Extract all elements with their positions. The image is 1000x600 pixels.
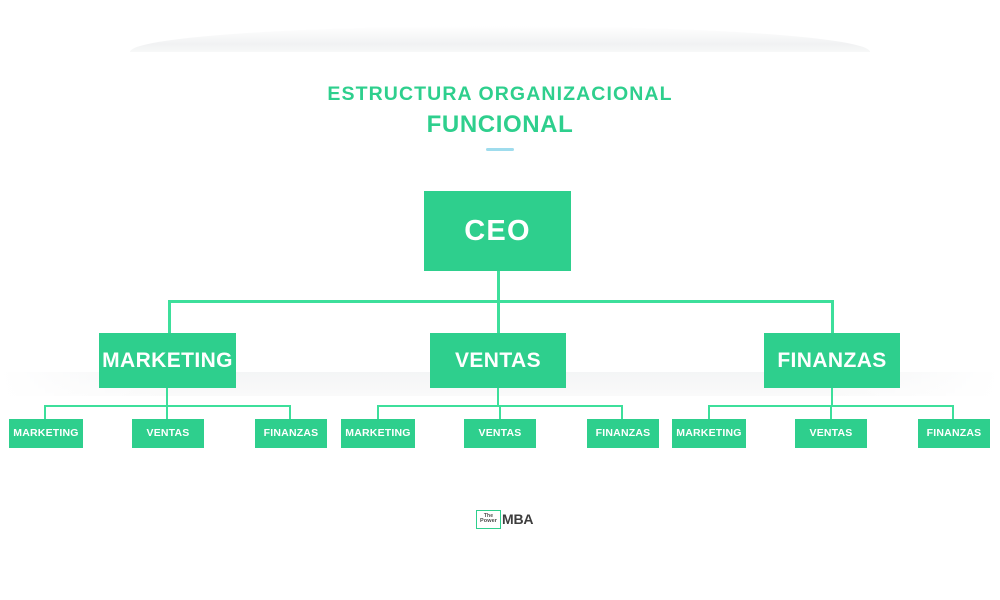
brand-logo: The Power MBA [476, 508, 534, 530]
connector-stem-group1 [166, 388, 168, 406]
logo-mark-icon: The Power [476, 509, 502, 529]
logo-mark-line2: Power [480, 517, 498, 524]
node-department-ventas[interactable]: VENTAS [430, 333, 566, 388]
node-leaf-g2-finanzas[interactable]: FINANZAS [587, 419, 659, 448]
node-leaf-g1-ventas[interactable]: VENTAS [132, 419, 204, 448]
node-department-marketing[interactable]: MARKETING [99, 333, 236, 388]
connector-stem-group3 [831, 388, 833, 406]
top-shadow-band [130, 26, 870, 52]
connector-drop-ventas [497, 300, 500, 333]
connector-drop-g3-c2 [830, 405, 832, 420]
logo-mark-line1: The [483, 512, 494, 519]
node-department-finanzas[interactable]: FINANZAS [764, 333, 900, 388]
connector-drop-g1-c3 [289, 405, 291, 420]
connector-drop-g2-c1 [377, 405, 379, 420]
connector-ceo-stem [497, 271, 500, 301]
node-leaf-g2-ventas[interactable]: VENTAS [464, 419, 536, 448]
logo-wordmark: MBA [502, 511, 534, 527]
connector-drop-g3-c1 [708, 405, 710, 420]
connector-drop-g1-c2 [166, 405, 168, 420]
node-leaf-g1-finanzas[interactable]: FINANZAS [255, 419, 327, 448]
node-ceo[interactable]: CEO [424, 191, 571, 271]
connector-drop-g2-c2 [499, 405, 501, 420]
connector-stem-group2 [497, 388, 499, 406]
node-leaf-g1-marketing[interactable]: MARKETING [9, 419, 83, 448]
node-leaf-g3-marketing[interactable]: MARKETING [672, 419, 746, 448]
page-title-line2: FUNCIONAL [426, 111, 574, 138]
connector-drop-g1-c1 [44, 405, 46, 420]
node-leaf-g2-marketing[interactable]: MARKETING [341, 419, 415, 448]
node-leaf-g3-ventas[interactable]: VENTAS [795, 419, 867, 448]
connector-drop-g3-c3 [952, 405, 954, 420]
connector-drop-g2-c3 [621, 405, 623, 420]
connector-drop-marketing [168, 300, 171, 333]
connector-drop-finanzas [831, 300, 834, 333]
node-leaf-g3-finanzas[interactable]: FINANZAS [918, 419, 990, 448]
connector-level2-bus [168, 300, 834, 303]
page-title-line1: ESTRUCTURA ORGANIZACIONAL [327, 83, 673, 105]
title-divider [486, 148, 514, 151]
